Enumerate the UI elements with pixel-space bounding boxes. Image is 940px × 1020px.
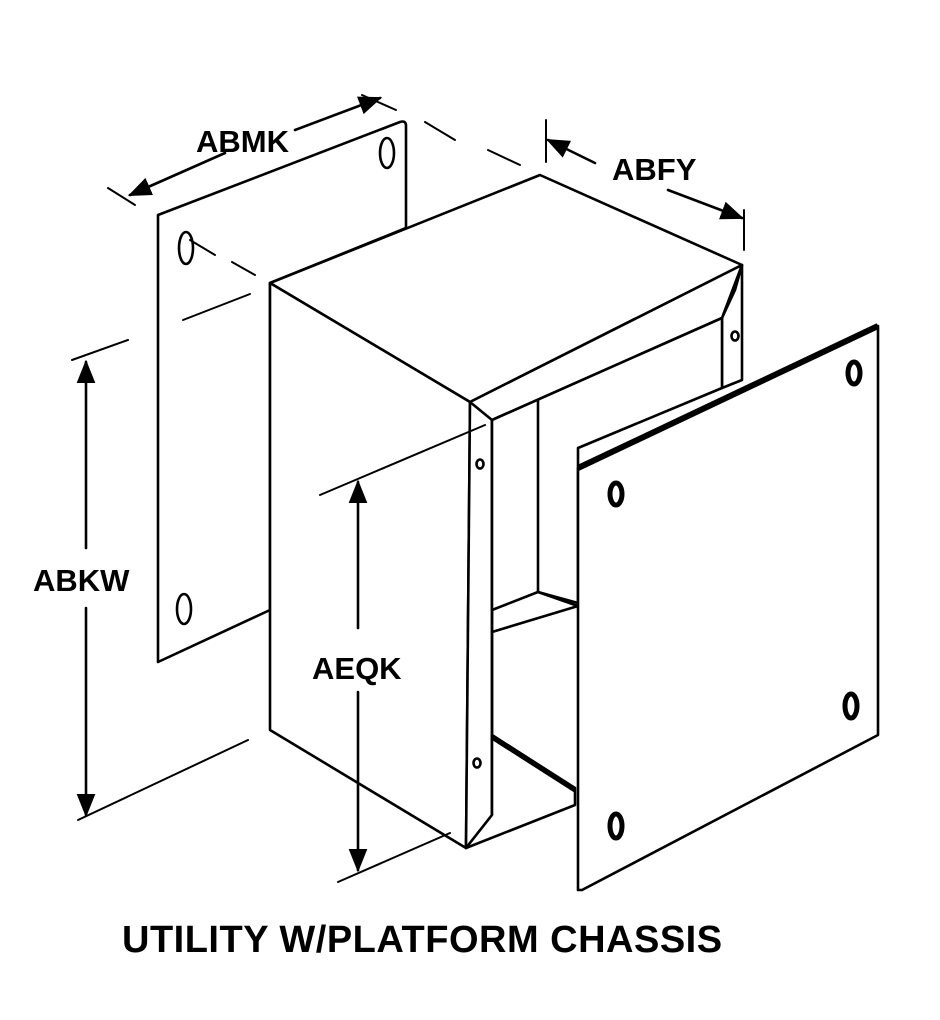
flange-hole bbox=[475, 458, 485, 470]
panel-hole-top-right bbox=[378, 136, 396, 170]
flange-hole bbox=[472, 757, 482, 769]
figure-caption: UTILITY W/PLATFORM CHASSIS bbox=[122, 919, 723, 961]
cover-hole-top-right bbox=[845, 359, 863, 387]
front-cover-plate bbox=[576, 323, 880, 892]
dimension-abkw: ABKW bbox=[33, 359, 130, 818]
label-aeqk: AEQK bbox=[312, 651, 402, 686]
extension-lines bbox=[71, 94, 745, 883]
label-abmk: ABMK bbox=[196, 124, 290, 159]
label-abfy: ABFY bbox=[612, 152, 697, 187]
enclosure-box bbox=[268, 173, 744, 850]
panel-hole-bottom-left bbox=[175, 592, 193, 626]
cover-hole-top-left bbox=[607, 480, 625, 508]
dimension-abmk: ABMK bbox=[127, 96, 383, 197]
panel-hole-top-left bbox=[177, 230, 195, 266]
dimension-abfy: ABFY bbox=[545, 138, 745, 220]
cover-hole-bottom-right bbox=[842, 691, 860, 721]
dimension-aeqk: AEQK bbox=[312, 479, 402, 873]
flange-hole bbox=[730, 330, 740, 342]
cover-hole-bottom-left bbox=[607, 811, 625, 841]
label-abkw: ABKW bbox=[33, 563, 130, 598]
